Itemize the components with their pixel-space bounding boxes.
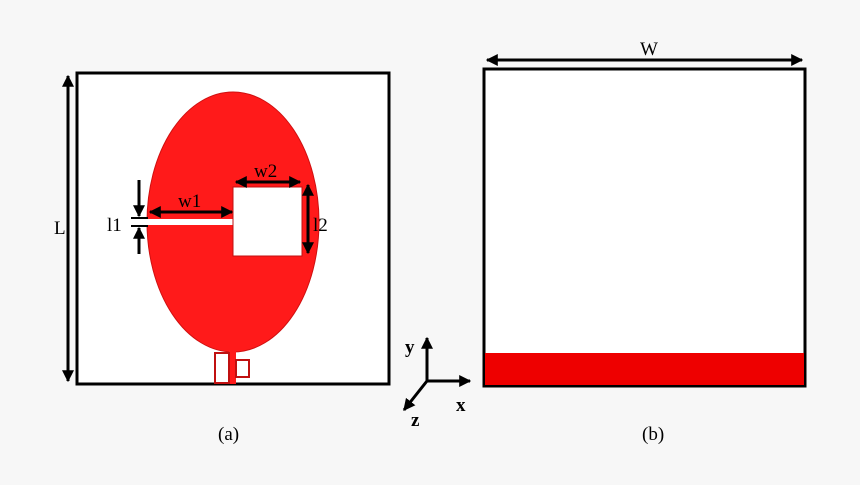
caption-a: (a) bbox=[218, 424, 239, 445]
label-l2: l2 bbox=[313, 215, 328, 236]
label-l1: l1 bbox=[107, 215, 122, 236]
ground-plane bbox=[485, 353, 804, 385]
label-L: L bbox=[54, 218, 66, 239]
label-x: x bbox=[456, 395, 466, 416]
substrate-back bbox=[482, 67, 807, 388]
front-view-panel: L w1 w2 l2 l1 (a) bbox=[54, 71, 391, 445]
rectangular-slot bbox=[232, 186, 303, 257]
z-axis-arrow bbox=[402, 380, 429, 411]
label-y: y bbox=[405, 337, 415, 358]
caption-b: (b) bbox=[642, 424, 664, 445]
coordinate-axes: y x z bbox=[402, 336, 472, 431]
feed-line bbox=[229, 350, 236, 384]
label-z: z bbox=[411, 410, 420, 431]
label-w2: w2 bbox=[254, 161, 277, 182]
slot-l1 bbox=[146, 219, 234, 225]
back-view-panel: W (b) bbox=[482, 39, 807, 445]
label-w1: w1 bbox=[178, 191, 201, 212]
feed-stub-left bbox=[214, 352, 230, 384]
feed-stub-right bbox=[235, 359, 250, 378]
label-W: W bbox=[640, 39, 658, 60]
